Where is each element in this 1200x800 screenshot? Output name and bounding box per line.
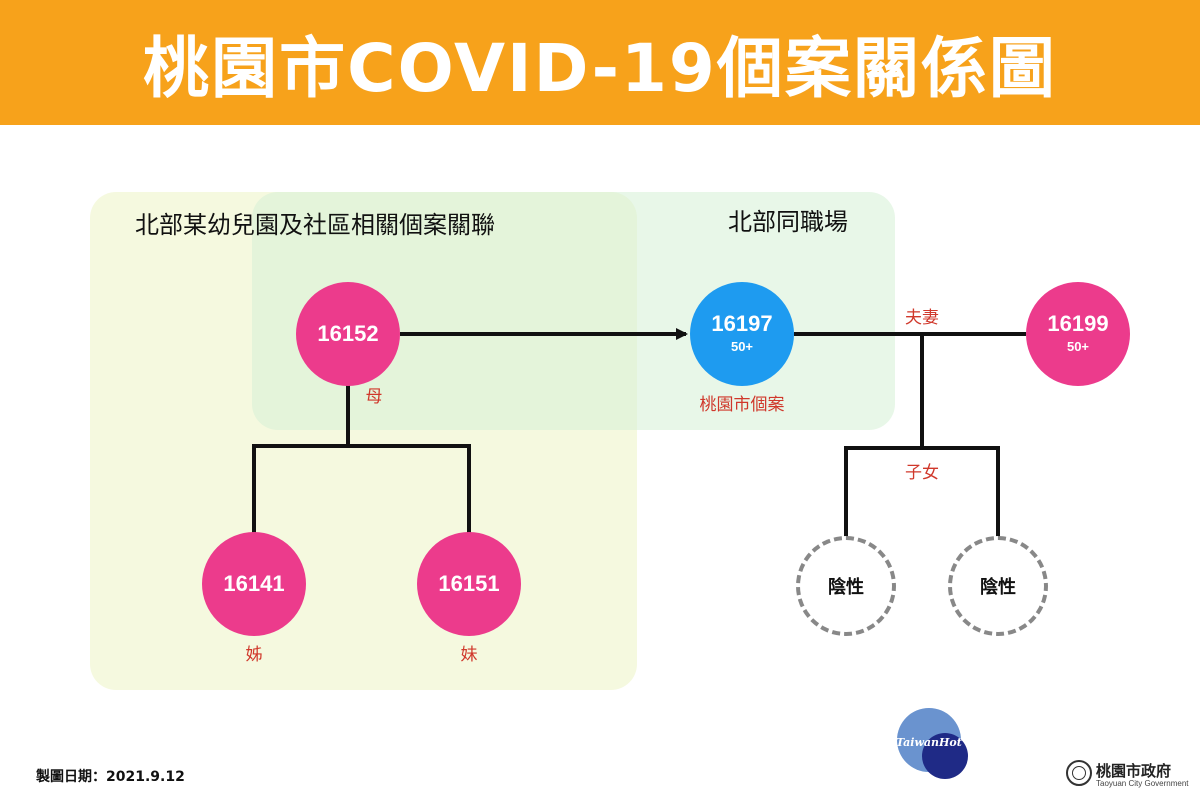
case-note-taoyuan: 桃園市個案 (699, 395, 785, 415)
cluster-kindergarten-label: 北部某幼兒園及社區相關個案關聯 (135, 211, 495, 239)
relation-label-children: 子女 (905, 463, 939, 483)
government-name-en: Taoyuan City Government (1096, 779, 1189, 788)
relation-label-younger-sister: 妹 (460, 645, 478, 665)
relation-label-elder-sister: 姊 (245, 645, 263, 665)
case-id: 16151 (438, 571, 500, 596)
chart-date: 製圖日期：2021.9.12 (36, 769, 185, 785)
case-node-16141: 16141 (202, 532, 306, 636)
case-id: 16199 (1047, 311, 1109, 336)
page-title: 桃園市COVID-19個案關係圖 (143, 29, 1057, 107)
media-logo-front-circle (922, 733, 968, 779)
case-id: 16152 (317, 321, 379, 346)
case-age: 50+ (730, 339, 754, 354)
case-node-16199: 16199 50+ (1026, 282, 1130, 386)
negative-node-1: 陰性 (796, 536, 896, 636)
media-logo-text: TaiwanHot (896, 736, 962, 749)
case-node-16151: 16151 (417, 532, 521, 636)
case-id: 16197 (711, 311, 773, 336)
government-name: 桃園市政府 (1096, 762, 1172, 780)
cluster-workplace-label: 北部同職場 (728, 208, 848, 236)
case-node-16152: 16152 (296, 282, 400, 386)
relation-label-mother: 母 (365, 387, 383, 407)
negative-node-2: 陰性 (948, 536, 1048, 636)
header-banner (0, 0, 1200, 125)
government-seal-icon (1066, 760, 1092, 786)
negative-label: 陰性 (980, 577, 1016, 597)
relation-label-spouse: 夫妻 (905, 308, 939, 328)
case-age: 50+ (1066, 339, 1090, 354)
case-node-16197: 16197 50+ (690, 282, 794, 386)
case-id: 16141 (223, 571, 285, 596)
negative-label: 陰性 (828, 577, 864, 597)
